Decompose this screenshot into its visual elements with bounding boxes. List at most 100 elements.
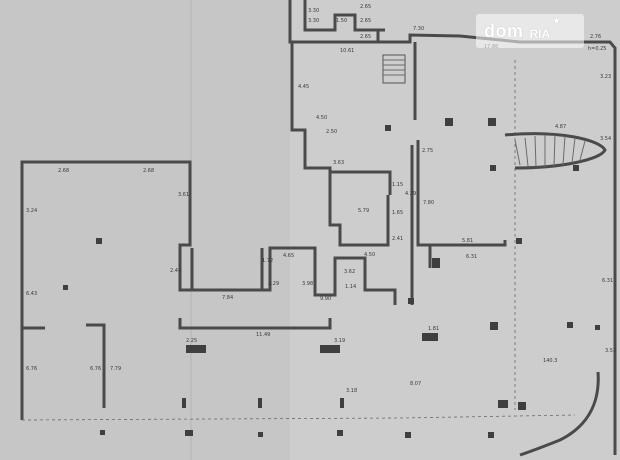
column	[186, 345, 206, 353]
dimension-labels: 3.30 3.30 1.50 2.65 2.65 2.65 10.61 7.30…	[26, 4, 616, 394]
dim-label: 3.24	[26, 208, 37, 214]
dim-label: 6.76	[26, 366, 37, 372]
dim-label: 3.30	[308, 8, 319, 14]
column	[96, 238, 102, 244]
dim-label: 2.75	[422, 148, 433, 154]
dim-label: 1.81	[428, 326, 439, 332]
dim-label: 1.72	[262, 258, 273, 264]
column	[63, 285, 68, 290]
dim-label: 7.79	[110, 366, 121, 372]
dim-label: 2.50	[326, 129, 337, 135]
stair-core	[328, 172, 390, 247]
dim-label: 1.50	[336, 18, 347, 24]
dim-label: 4.29	[405, 191, 416, 197]
dim-label: 4.50	[364, 252, 375, 258]
curved-staircase	[504, 132, 607, 170]
center-room-wall-2	[245, 248, 264, 292]
dim-label: 3.18	[346, 388, 357, 394]
dim-label: 4.50	[316, 115, 327, 121]
column	[498, 400, 508, 408]
column	[422, 333, 438, 341]
column	[340, 398, 344, 408]
center-pillar-wall	[86, 323, 106, 408]
column	[516, 238, 522, 244]
dim-label: 7.80	[423, 200, 434, 206]
upper-left-wall	[290, 42, 392, 195]
column	[573, 165, 579, 171]
dim-label: 2.29	[268, 281, 279, 287]
dim-label: 10.61	[340, 48, 354, 54]
paper-left-half	[0, 0, 290, 460]
dim-label: 3.98	[302, 281, 313, 287]
column	[320, 345, 340, 353]
dim-label: 1.14	[345, 284, 356, 290]
staircase-steps	[514, 134, 586, 168]
right-core	[416, 140, 507, 247]
dim-label: 2.46	[170, 268, 181, 274]
dim-label: 4.45	[298, 84, 309, 90]
dim-label: 2.25	[186, 338, 197, 344]
column	[490, 322, 498, 330]
lower-boundary-dashed	[21, 414, 576, 421]
upper-small-rooms	[303, 0, 385, 32]
column	[182, 398, 186, 408]
dim-label: 3.61	[178, 192, 189, 198]
column	[385, 125, 391, 131]
column	[445, 118, 453, 126]
dim-label: 2.68	[143, 168, 154, 174]
dim-label: 2.76	[590, 34, 601, 40]
column	[258, 432, 263, 437]
dim-label: 3.54	[600, 136, 611, 142]
dim-label: 7.30	[413, 26, 424, 32]
dim-label: 7.84	[222, 295, 233, 301]
dim-label: 9.90	[320, 296, 331, 302]
dim-label: 3.19	[334, 338, 345, 344]
column	[595, 325, 600, 330]
dim-label: h=0.25	[588, 46, 607, 52]
dim-label: 4.65	[283, 253, 294, 259]
dim-label: 3.62	[344, 269, 355, 275]
columns	[63, 118, 600, 438]
curved-corner	[519, 371, 600, 457]
left-block-walls	[20, 160, 397, 420]
dim-label: 2.41	[392, 236, 403, 242]
dim-label: 1.65	[392, 210, 403, 216]
upper-stair	[382, 54, 406, 84]
dim-label: 4.87	[555, 124, 566, 130]
column	[405, 432, 411, 438]
column	[490, 165, 496, 171]
column	[432, 258, 440, 268]
watermark-brand: dom	[484, 20, 524, 41]
column	[518, 402, 526, 410]
dim-label: 6.31	[466, 254, 477, 260]
star-icon: ★	[552, 16, 561, 27]
dim-label: 2.65	[360, 34, 371, 40]
dim-label: 3.52	[605, 348, 616, 354]
dim-label: 6.43	[26, 291, 37, 297]
dim-label: 140.3	[543, 358, 557, 364]
dim-label: 2.65	[360, 18, 371, 24]
watermark-suffix: RIA	[529, 27, 551, 41]
dom-ria-watermark: dom ★ RIA	[476, 14, 584, 48]
dim-label: 1.15	[392, 182, 403, 188]
dim-label: 3.23	[600, 74, 611, 80]
upper-stair-steps	[383, 59, 405, 76]
center-lower-wall	[178, 318, 332, 330]
dim-label: 5.81	[462, 238, 473, 244]
column	[337, 430, 343, 436]
dim-label: 2.65	[360, 4, 371, 10]
column	[185, 430, 193, 436]
dim-label: 3.30	[308, 18, 319, 24]
column	[258, 398, 262, 408]
column	[567, 322, 573, 328]
upper-block-walls	[288, 0, 617, 455]
dim-label: 3.63	[333, 160, 344, 166]
column	[408, 298, 414, 304]
dim-label: 6.76	[90, 366, 101, 372]
dim-label: 6.31	[602, 278, 613, 284]
dim-label: 5.79	[358, 208, 369, 214]
dim-label: 11.49	[256, 332, 270, 338]
dim-label: 8.07	[410, 381, 421, 387]
dim-label: 2.68	[58, 168, 69, 174]
